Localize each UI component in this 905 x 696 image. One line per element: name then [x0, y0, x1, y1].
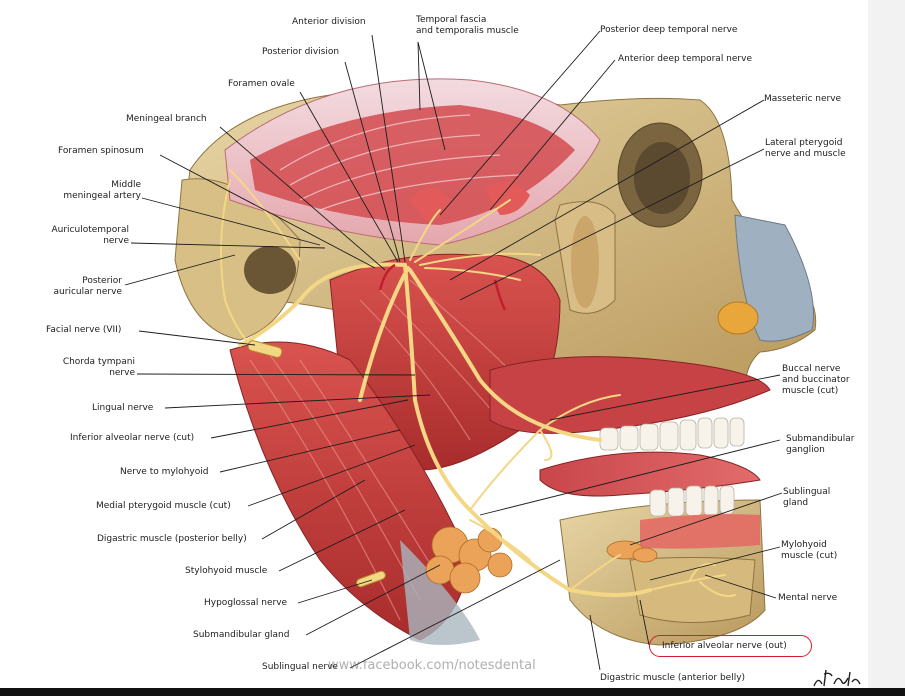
label-temporal-fascia: Temporal fascia and temporalis muscle	[416, 15, 519, 36]
label-lingual-nerve: Lingual nerve	[92, 403, 154, 413]
anatomy-illustration	[124, 30, 817, 671]
highlight-circle	[649, 635, 812, 657]
label-posterior-deep-temporal-nerve: Posterior deep temporal nerve	[600, 25, 738, 35]
leader-lines	[124, 30, 783, 671]
label-nerve-to-mylohyoid: Nerve to mylohyoid	[120, 467, 209, 477]
label-sublingual-nerve: Sublingual nerve	[262, 662, 338, 672]
label-digastric-posterior: Digastric muscle (posterior belly)	[97, 534, 247, 544]
label-foramen-spinosum: Foramen spinosum	[58, 146, 144, 156]
label-medial-pterygoid: Medial pterygoid muscle (cut)	[96, 501, 231, 511]
label-chorda-tympani: Chorda tympani nerve	[62, 357, 135, 378]
submandibular-gland	[425, 526, 513, 594]
label-posterior-division: Posterior division	[262, 47, 340, 57]
label-middle-meningeal-artery: Middle meningeal artery	[63, 180, 141, 201]
label-buccal-nerve: Buccal nerve and buccinator muscle (cut)	[782, 364, 850, 396]
label-inferior-alveolar-nerve-right: Inferior alveolar nerve (out)	[662, 641, 787, 651]
label-mental-nerve: Mental nerve	[778, 593, 838, 603]
label-mylohyoid-muscle: Mylohyoid muscle (cut)	[781, 540, 838, 561]
label-sublingual-gland: Sublingual gland	[783, 487, 831, 508]
artist-signature	[813, 669, 861, 687]
label-lateral-pterygoid: Lateral pterygoid nerve and muscle	[765, 138, 846, 159]
label-digastric-anterior: Digastric muscle (anterior belly)	[600, 673, 746, 683]
label-submandibular-ganglion: Submandibular ganglion	[786, 434, 855, 455]
label-anterior-deep-temporal-nerve: Anterior deep temporal nerve	[618, 54, 752, 64]
label-meningeal-branch: Meningeal branch	[126, 114, 207, 124]
label-facial-nerve: Facial nerve (VII)	[46, 325, 122, 335]
sublingual-gland	[606, 540, 658, 563]
bottom-bar	[0, 688, 905, 696]
label-posterior-auricular-nerve: Posterior auricular nerve	[53, 276, 122, 297]
tongue	[539, 451, 761, 497]
label-inferior-alveolar-nerve-left: Inferior alveolar nerve (cut)	[70, 433, 195, 443]
label-auriculotemporal-nerve: Auriculotemporal nerve	[51, 225, 130, 246]
label-anterior-division: Anterior division	[292, 17, 366, 27]
watermark-text: www.facebook.com/notesdental	[328, 658, 536, 673]
label-stylohyoid-muscle: Stylohyoid muscle	[185, 566, 268, 576]
upper-teeth	[599, 417, 745, 451]
label-hypoglossal-nerve: Hypoglossal nerve	[204, 598, 288, 608]
label-submandibular-gland: Submandibular gland	[193, 630, 290, 640]
label-masseteric-nerve: Masseteric nerve	[764, 94, 842, 104]
lower-teeth	[649, 485, 735, 517]
label-foramen-ovale: Foramen ovale	[228, 79, 295, 89]
right-margin	[868, 0, 905, 688]
